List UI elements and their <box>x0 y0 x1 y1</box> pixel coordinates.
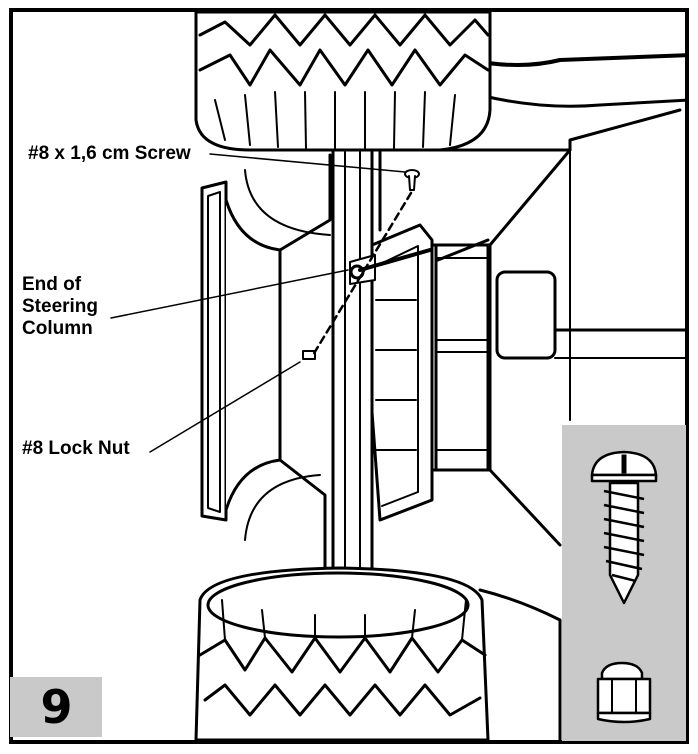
chassis <box>358 223 490 522</box>
leader-lines <box>110 153 406 453</box>
parts-panel <box>562 425 686 741</box>
assembly-hardware <box>302 169 420 360</box>
top-tire <box>194 12 492 152</box>
steering-column-label-line: Column <box>22 317 93 339</box>
step-number: 9 <box>40 680 72 734</box>
nut-in-assembly <box>302 350 316 360</box>
screw-icon <box>590 450 658 605</box>
bottom-tire <box>194 566 490 740</box>
steering-column-label-line: End of <box>22 274 82 295</box>
steering-column-callout-label: End of Steering Column <box>22 274 98 340</box>
lock-nut-callout-label: #8 Lock Nut <box>22 438 130 459</box>
screw-in-assembly <box>404 169 420 191</box>
screw-callout-label: #8 x 1,6 cm Screw <box>28 143 191 164</box>
lock-nut-icon <box>596 661 652 724</box>
parts-illustration <box>590 450 658 724</box>
left-hub <box>200 153 332 602</box>
step-number-badge: 9 <box>10 677 102 737</box>
steering-column-label-line: Steering <box>22 295 99 317</box>
